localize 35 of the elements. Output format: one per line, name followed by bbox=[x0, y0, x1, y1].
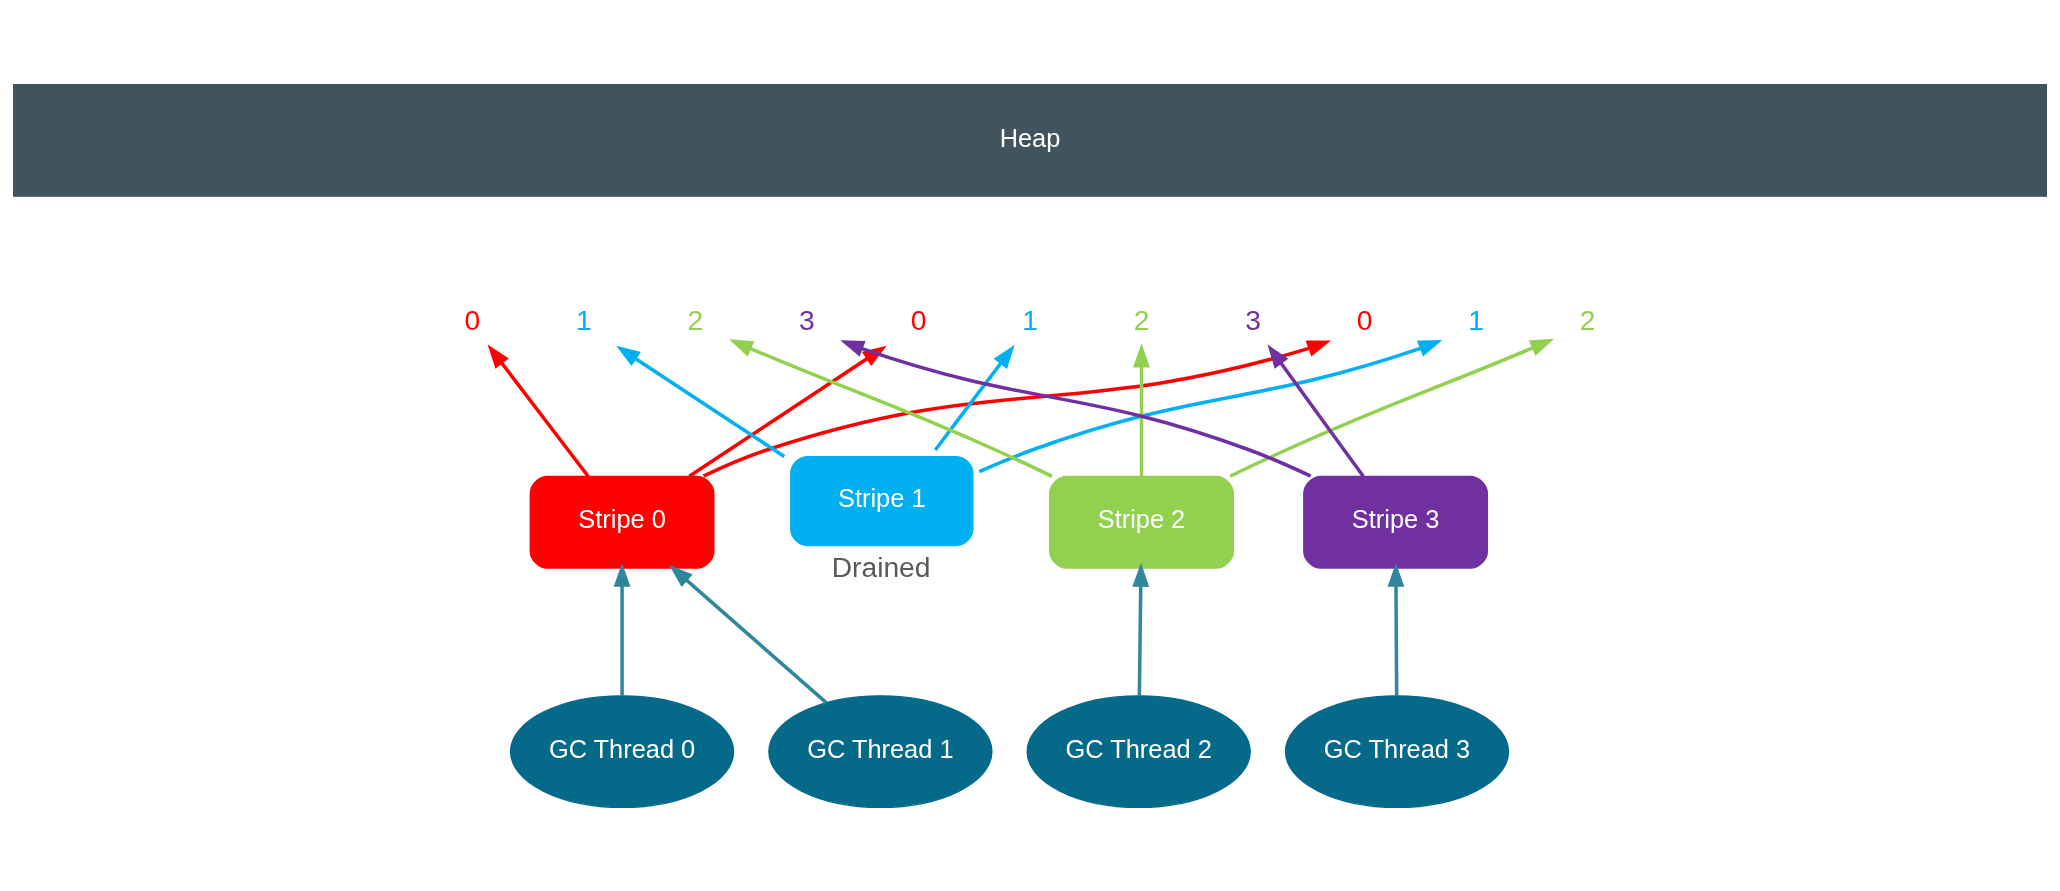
arrow bbox=[487, 343, 590, 477]
node-text: 1 bbox=[1468, 303, 1484, 336]
node-text: 2 bbox=[1133, 303, 1150, 336]
node-box: Stripe 3 bbox=[1303, 475, 1489, 569]
node-text: 3 bbox=[799, 303, 815, 336]
arrow bbox=[933, 344, 1015, 451]
node-box: Stripe 1 bbox=[790, 455, 974, 546]
arrow bbox=[1387, 562, 1405, 695]
node-label: Drained bbox=[831, 550, 931, 583]
node-ellipse: GC Thread 2 bbox=[1026, 694, 1251, 808]
node-text: 2 bbox=[687, 303, 704, 336]
arrow bbox=[1133, 342, 1150, 476]
arrow bbox=[729, 338, 1053, 478]
node-text: 3 bbox=[1245, 303, 1261, 336]
node-ellipse: GC Thread 3 bbox=[1284, 694, 1510, 808]
node-text: 2 bbox=[1579, 303, 1596, 336]
node-text: 1 bbox=[576, 303, 592, 336]
arrow bbox=[616, 345, 786, 458]
arrow bbox=[978, 339, 1443, 473]
arrow bbox=[840, 339, 1312, 478]
node-box: Heap bbox=[13, 83, 2047, 197]
node-text: 0 bbox=[464, 303, 481, 336]
arrow bbox=[613, 562, 631, 695]
node-ellipse: GC Thread 0 bbox=[509, 694, 735, 808]
arrow bbox=[1229, 338, 1555, 478]
node-text: 1 bbox=[1022, 303, 1038, 336]
node-text: 0 bbox=[1356, 303, 1373, 336]
node-ellipse: GC Thread 1 bbox=[768, 694, 993, 808]
node-box: Stripe 2 bbox=[1049, 475, 1234, 569]
arrow bbox=[669, 564, 828, 704]
arrow bbox=[702, 339, 1332, 478]
arrow bbox=[1267, 343, 1365, 477]
arrow bbox=[1132, 562, 1150, 695]
node-box: Stripe 0 bbox=[529, 475, 715, 569]
node-text: 0 bbox=[910, 303, 927, 336]
